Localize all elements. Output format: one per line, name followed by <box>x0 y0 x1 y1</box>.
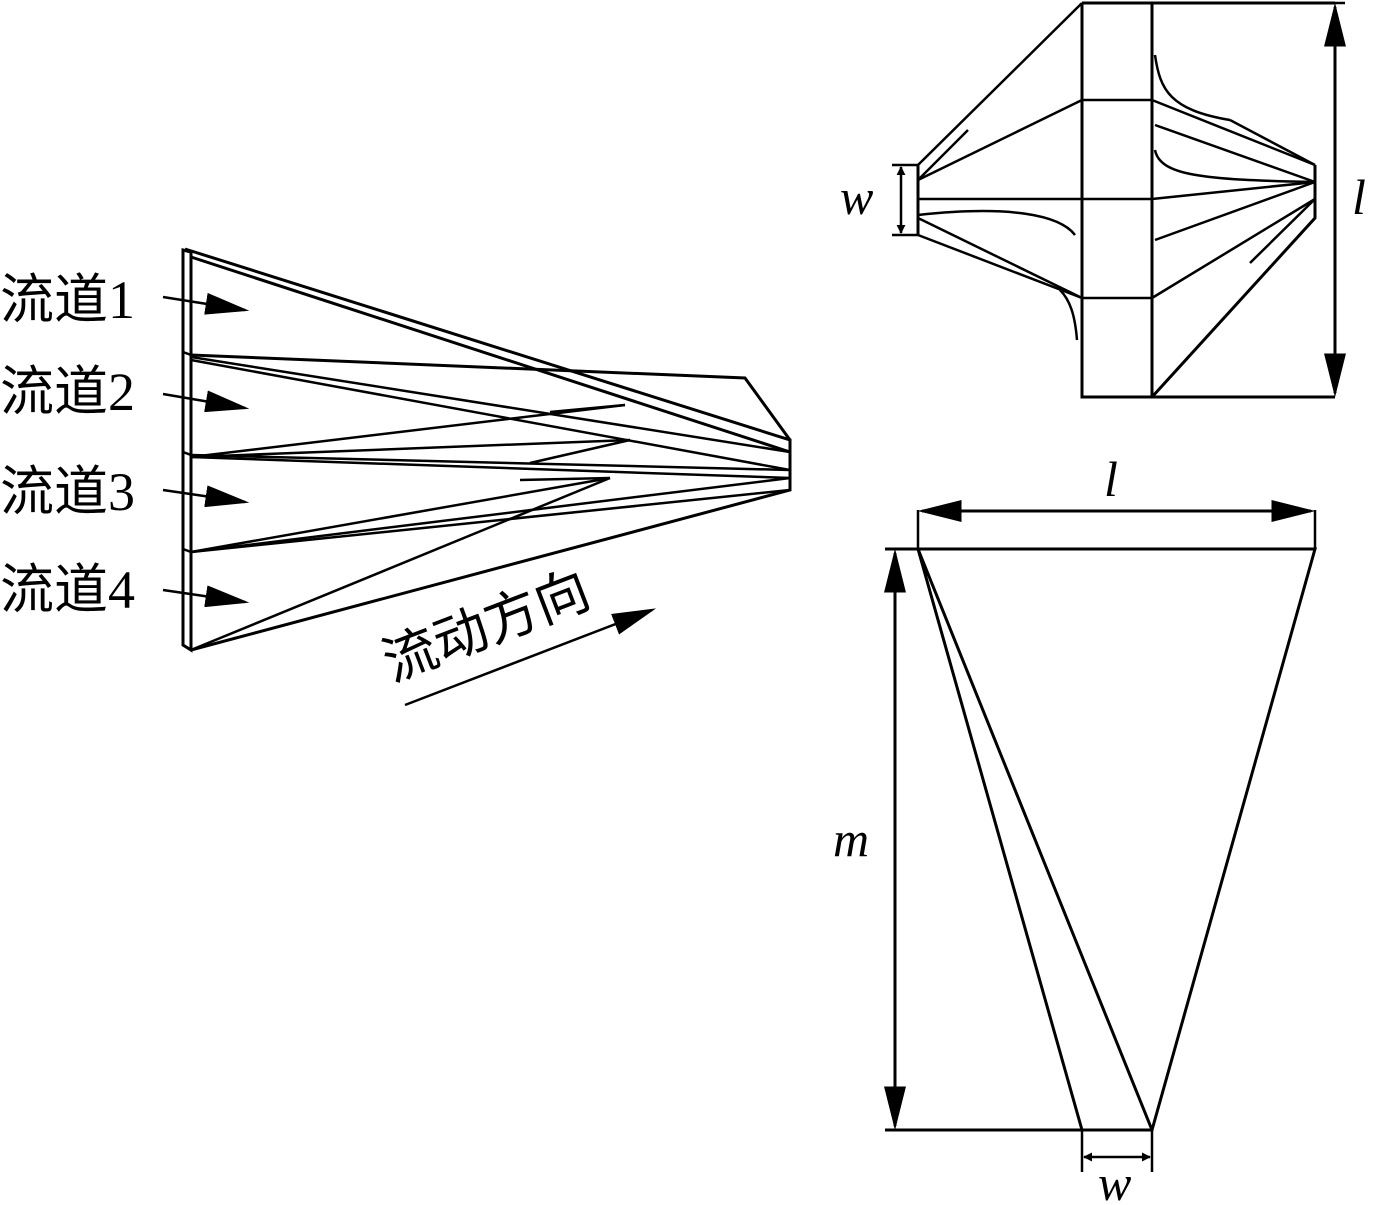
bottom-length-symbol: l <box>1104 451 1118 507</box>
top-view: w l <box>840 1 1366 399</box>
bottom-width-symbol: w <box>1098 1155 1131 1205</box>
bottom-view: l m w <box>833 451 1317 1205</box>
flow-direction-indicator: 流动方向 <box>375 560 657 707</box>
top-width-symbol: w <box>840 169 873 225</box>
svg-text:流道4: 流道4 <box>0 560 135 620</box>
svg-text:流道2: 流道2 <box>0 362 135 422</box>
bottom-height-symbol: m <box>833 811 869 867</box>
channel-label-4: 流道4 <box>0 560 250 620</box>
channel-label-1: 流道1 <box>0 270 250 330</box>
channel-label-3: 流道3 <box>0 462 250 522</box>
top-length-symbol: l <box>1352 169 1366 225</box>
svg-text:流道3: 流道3 <box>0 462 135 522</box>
svg-text:流道1: 流道1 <box>0 270 135 330</box>
channel-body <box>181 247 792 653</box>
channel-label-2: 流道2 <box>0 362 250 422</box>
